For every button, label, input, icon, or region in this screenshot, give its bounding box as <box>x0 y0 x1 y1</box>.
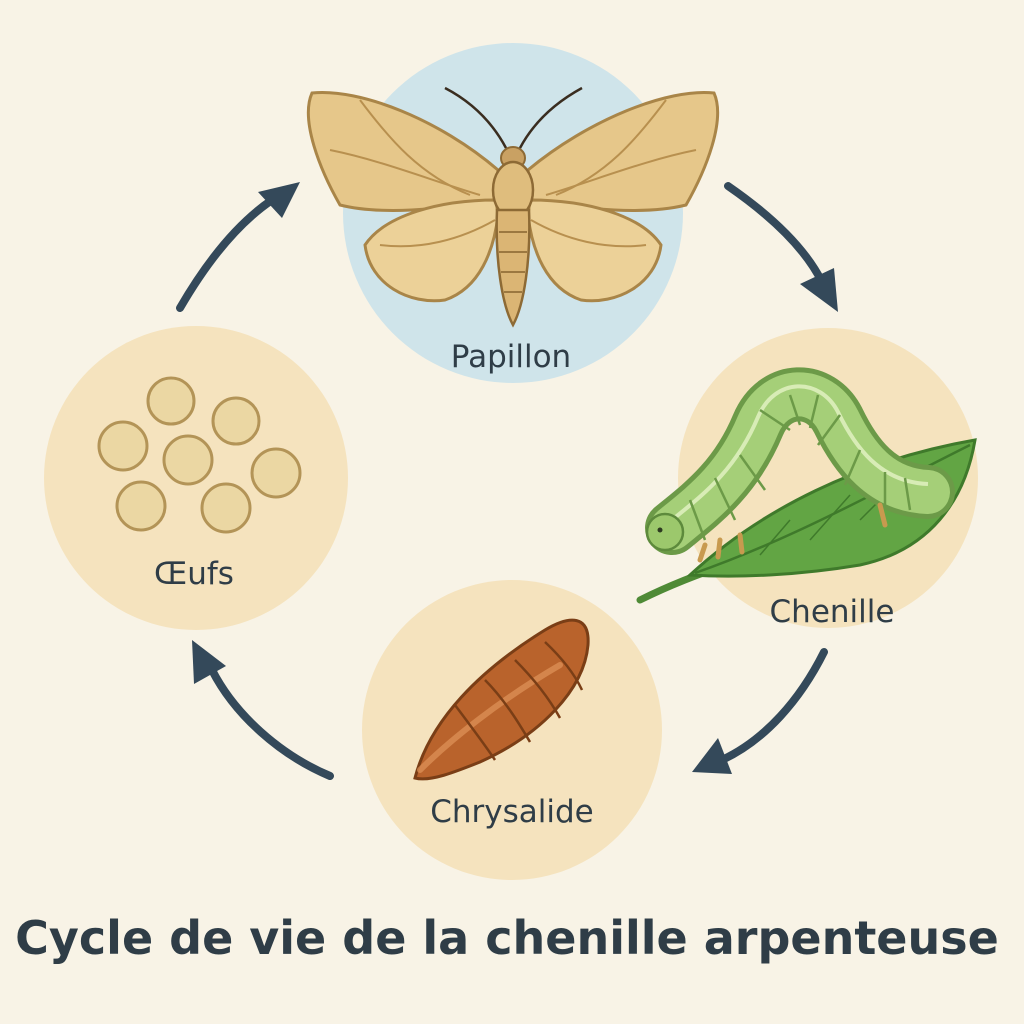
diagram-title: Cycle de vie de la chenille arpenteuse <box>15 911 999 965</box>
egg <box>115 480 167 532</box>
chenille-label: Chenille <box>770 594 895 630</box>
oeufs-label: Œufs <box>154 556 234 592</box>
egg <box>162 434 214 486</box>
egg <box>211 396 261 446</box>
papillon-label: Papillon <box>451 339 571 375</box>
egg <box>146 376 196 426</box>
egg <box>250 447 302 499</box>
arrow-papillon-to-chenille <box>724 182 838 312</box>
egg <box>200 482 252 534</box>
arrow-chenille-to-chrysalide <box>692 648 828 774</box>
pupa-illustration <box>413 618 590 781</box>
eggs-illustration <box>97 376 302 534</box>
inchworm-on-leaf-illustration <box>636 367 977 604</box>
egg <box>97 420 149 472</box>
arrow-chrysalide-to-oeufs <box>192 640 334 780</box>
chrysalide-label: Chrysalide <box>430 794 594 830</box>
moth-illustration <box>307 86 719 328</box>
arrow-oeufs-to-papillon <box>176 182 300 312</box>
